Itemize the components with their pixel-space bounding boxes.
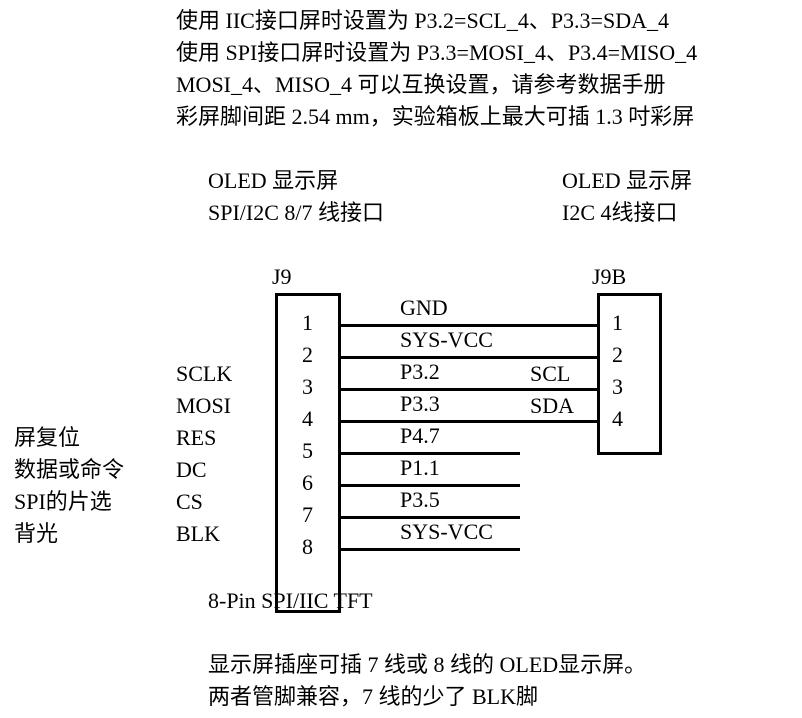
left-header-1: OLED 显示屏 [208,168,339,193]
j9b-pin-1: 1 [612,310,623,335]
j9-pin-2: 2 [302,342,313,367]
signal-mosi: MOSI [176,393,232,418]
footer-1: 显示屏插座可插 7 线或 8 线的 OLED显示屏。 [208,652,647,677]
j9-label: J9 [272,264,292,289]
signal-dc: DC [176,457,207,482]
j9-pin-4: 4 [302,406,313,431]
j9-pin-1: 1 [302,310,313,335]
net-label: SYS-VCC [400,519,493,544]
j9-pin-8: 8 [302,534,313,559]
net-label: P1.1 [400,455,440,480]
j9b-label: J9B [592,264,627,289]
wire-pin-7 [340,516,520,519]
footer-2: 两者管脚兼容，7 线的少了 BLK脚 [208,684,539,709]
wire-pin-8 [340,548,520,551]
j9b-pin-2: 2 [612,342,623,367]
wire-pin-1 [340,324,598,327]
note-1: 使用 IIC接口屏时设置为 P3.2=SCL_4、P3.3=SDA_4 [176,8,669,33]
net-label: P3.2 [400,359,440,384]
right-header-1: OLED 显示屏 [562,168,693,193]
j9b-pin-3: 3 [612,374,623,399]
j9-connector [275,293,341,613]
note-4: 彩屏脚间距 2.54 mm，实验箱板上最大可插 1.3 吋彩屏 [176,104,695,129]
j9b-connector [597,293,662,455]
wire-pin-4 [340,420,598,423]
wire-pin-3 [340,388,598,391]
j9-pin-6: 6 [302,470,313,495]
signal-sclk: SCLK [176,361,233,386]
i2c-scl-label: SCL [530,361,571,386]
desc-data-command: 数据或命令 [14,457,125,482]
j9-pin-3: 3 [302,374,313,399]
j9-pin-7: 7 [302,502,313,527]
j9-caption: 8-Pin SPI/IIC TFT [208,588,373,613]
net-label: SYS-VCC [400,327,493,352]
desc-spi-cs: SPI的片选 [14,489,112,514]
j9b-pin-4: 4 [612,406,623,431]
net-label: P3.5 [400,487,440,512]
note-3: MOSI_4、MISO_4 可以互换设置，请参考数据手册 [176,72,666,97]
desc-reset: 屏复位 [14,425,81,450]
j9-pin-5: 5 [302,438,313,463]
note-2: 使用 SPI接口屏时设置为 P3.3=MOSI_4、P3.4=MISO_4 [176,40,698,65]
right-header-2: I2C 4线接口 [562,200,678,225]
wire-pin-6 [340,484,520,487]
i2c-sda-label: SDA [530,393,575,418]
wire-pin-2 [340,356,598,359]
net-label: P4.7 [400,423,440,448]
net-label: GND [400,295,448,320]
signal-blk: BLK [176,521,220,546]
left-header-2: SPI/I2C 8/7 线接口 [208,200,385,225]
net-label: P3.3 [400,391,440,416]
wire-pin-5 [340,452,520,455]
signal-res: RES [176,425,217,450]
signal-cs: CS [176,489,203,514]
desc-backlight: 背光 [14,521,59,546]
